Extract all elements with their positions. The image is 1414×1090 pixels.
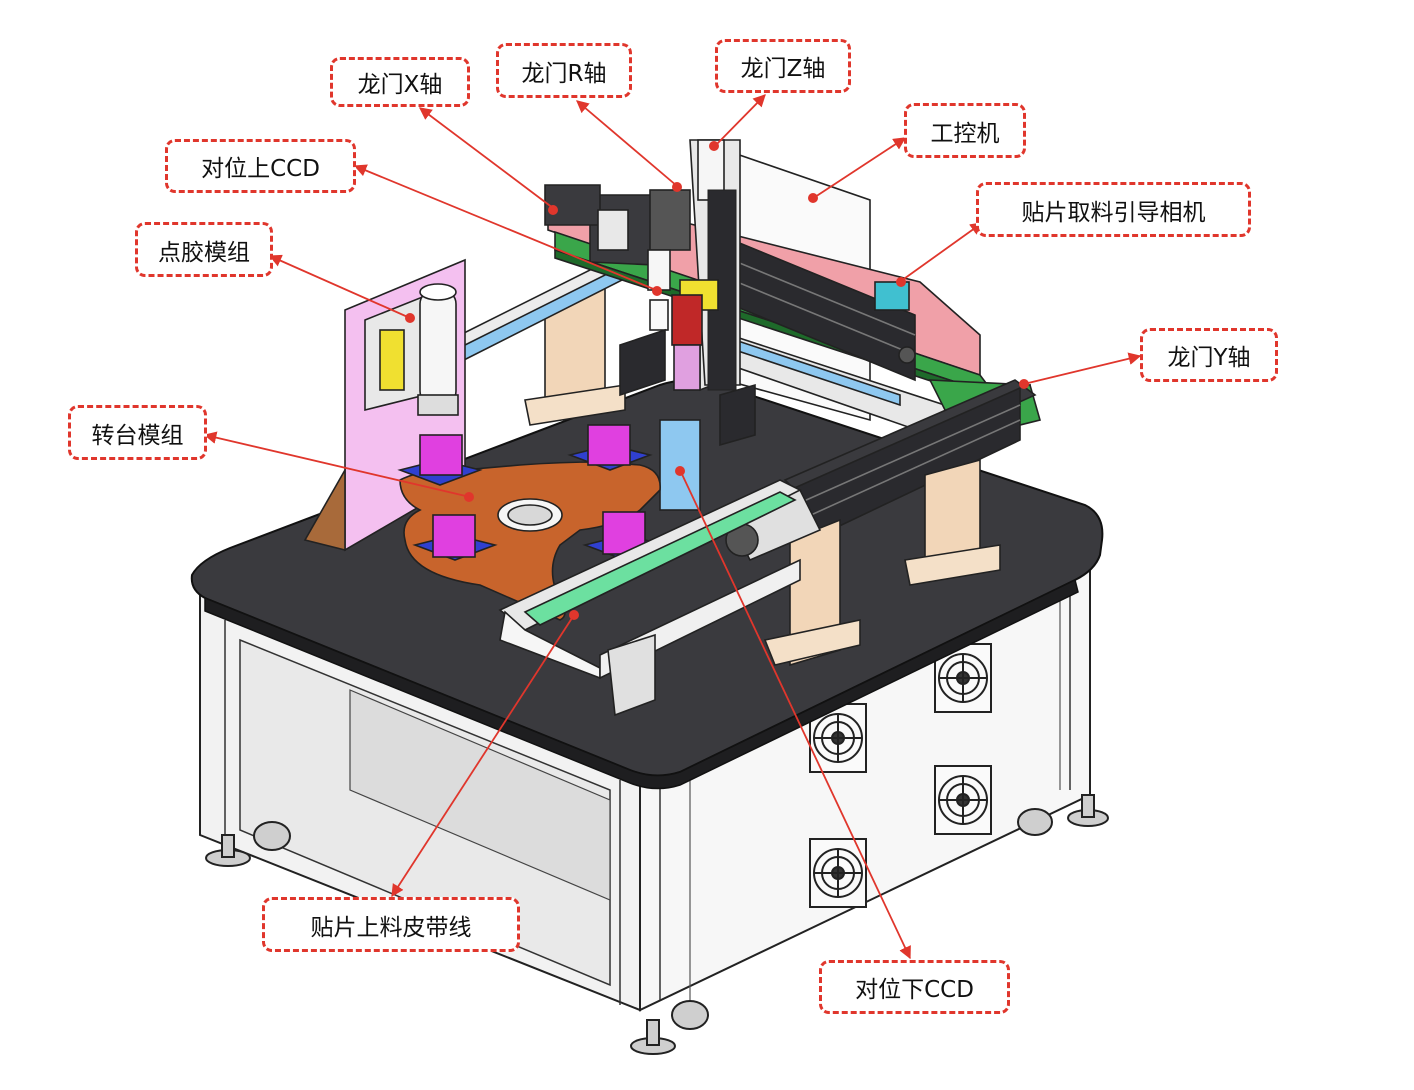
anchor-dots: [405, 141, 1029, 620]
label-pick-camera: 贴片取料引导相机: [976, 182, 1251, 237]
label-gantry-r: 龙门R轴: [496, 43, 632, 98]
label-lower-ccd: 对位下CCD: [819, 960, 1010, 1014]
label-gantry-x: 龙门X轴: [330, 57, 470, 107]
label-gantry-z: 龙门Z轴: [715, 39, 851, 93]
label-dispensing: 点胶模组: [135, 222, 273, 277]
turntable-carriers: [397, 424, 668, 561]
label-upper-ccd: 对位上CCD: [165, 139, 356, 193]
label-gantry-y: 龙门Y轴: [1140, 328, 1278, 382]
label-ipc: 工控机: [904, 103, 1026, 158]
machine-upper: [303, 139, 1041, 717]
leader-lines: [203, 94, 1142, 960]
feet: [205, 794, 1109, 1055]
label-turntable: 转台模组: [68, 405, 207, 460]
label-feed-belt: 贴片上料皮带线: [262, 897, 520, 952]
